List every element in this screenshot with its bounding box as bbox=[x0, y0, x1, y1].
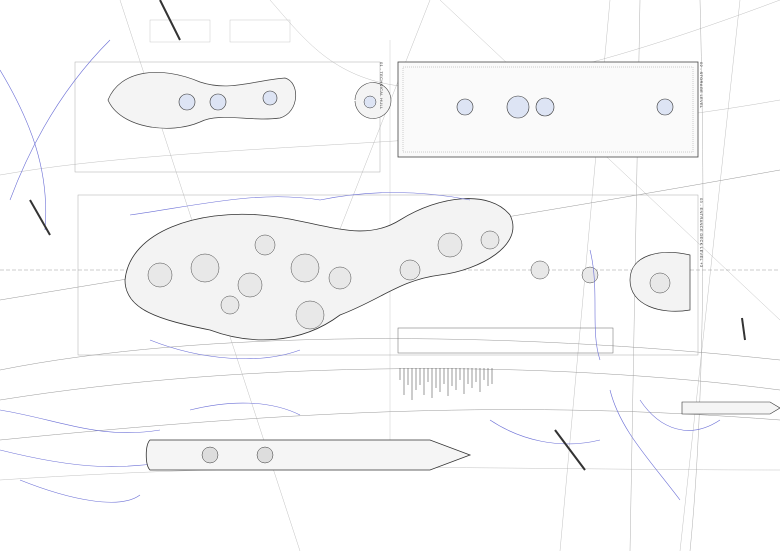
ship-elevation bbox=[29, 0, 780, 471]
plan-entrance-deck bbox=[77, 194, 699, 356]
plan-storage-level bbox=[397, 61, 699, 158]
section-bars bbox=[399, 368, 493, 400]
label-storage-level: 02 - STORAGE LEVEL bbox=[699, 62, 704, 109]
plan-technical-hull bbox=[74, 19, 392, 173]
label-entrance-deck: 03 - ENTRANCE DECK LEVEL +3 bbox=[699, 198, 704, 268]
label-technical-hull: 01 - TECHNICAL HULL bbox=[379, 62, 384, 110]
